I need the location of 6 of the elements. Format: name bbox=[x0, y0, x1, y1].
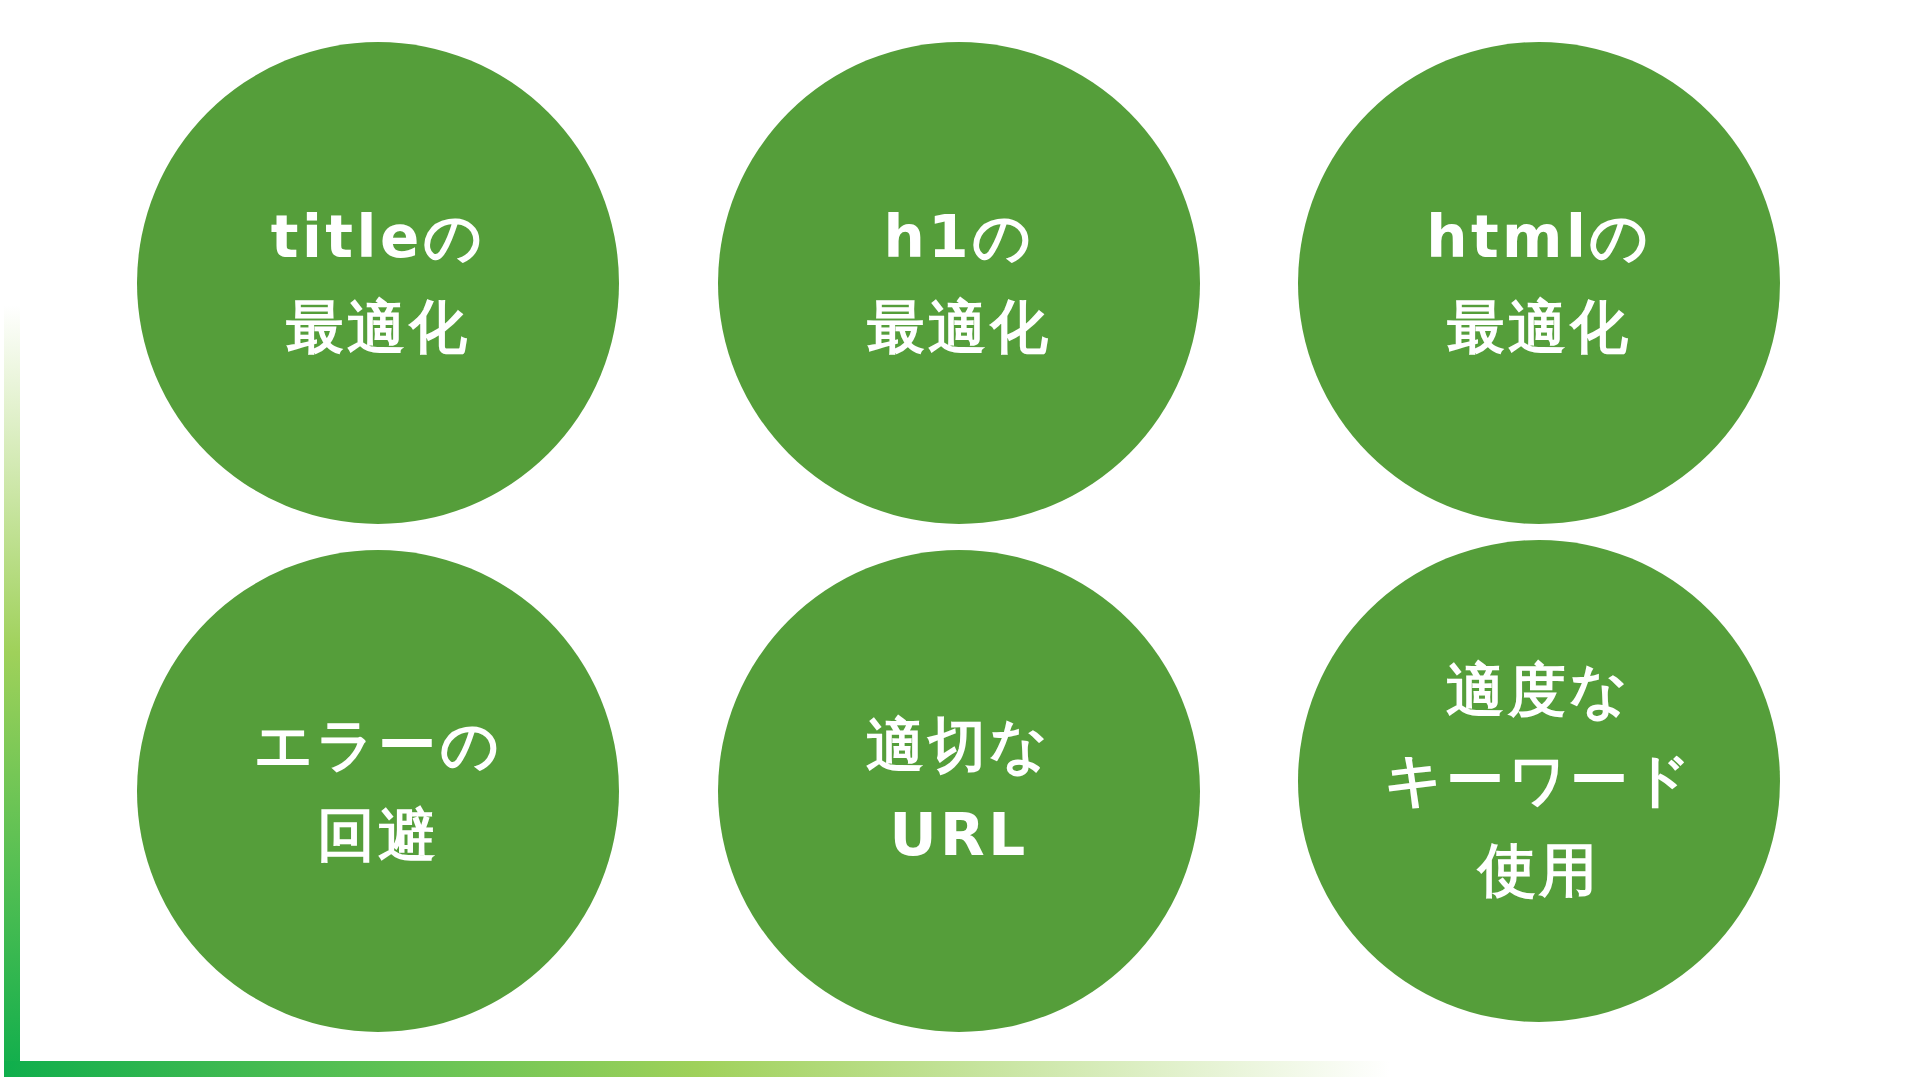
circle-label: エラーの回避 bbox=[253, 710, 503, 871]
circle-label: h1の最適化 bbox=[865, 202, 1053, 363]
circle-label: htmlの最適化 bbox=[1425, 202, 1653, 363]
circle-label: 適切なURL bbox=[865, 710, 1053, 871]
circle-label: titleの最適化 bbox=[269, 202, 487, 363]
circle-label: 適度なキーワード使用 bbox=[1382, 655, 1696, 906]
